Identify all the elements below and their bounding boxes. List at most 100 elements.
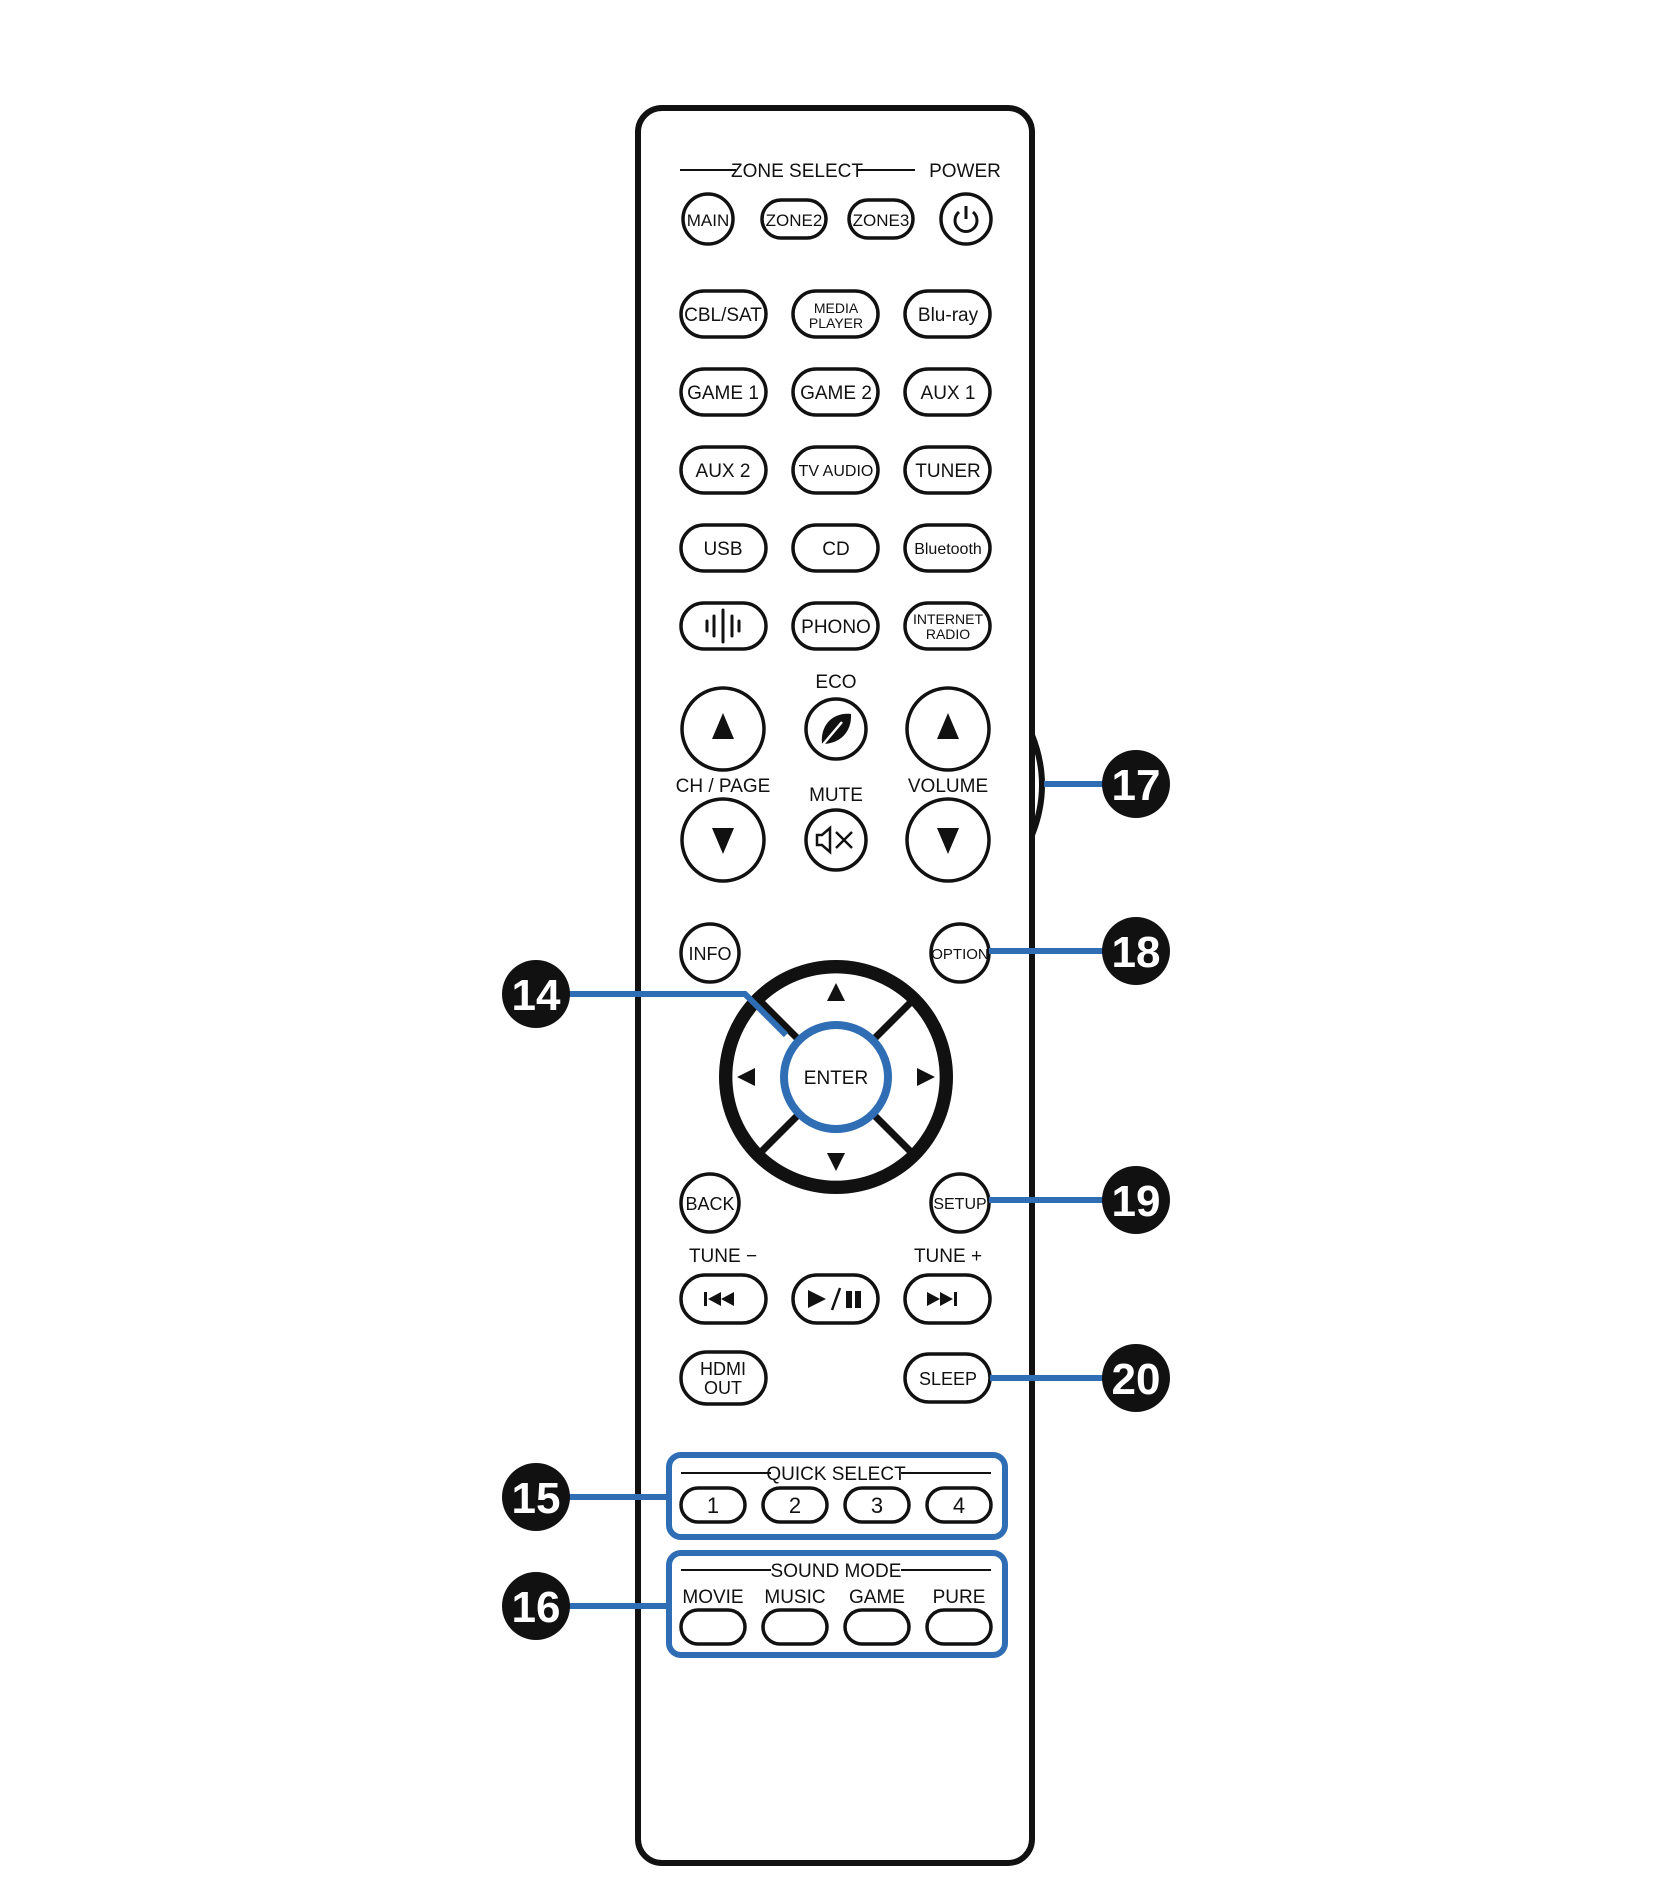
cursor-right-arrow-icon — [917, 1068, 935, 1086]
movie-button[interactable] — [679, 1608, 747, 1646]
cbl-sat-button[interactable]: CBL/SAT — [679, 289, 768, 339]
cursor-down-button[interactable] — [765, 1107, 907, 1181]
ch-page-label: CH / PAGE — [676, 776, 771, 797]
sleep-button-label: SLEEP — [919, 1369, 977, 1389]
sleep-button[interactable]: SLEEP — [903, 1352, 992, 1404]
cbl-sat-button-label: CBL/SAT — [684, 305, 762, 326]
tune-minus-label: TUNE − — [689, 1246, 757, 1267]
power-label: POWER — [929, 161, 1001, 182]
pure-label: PURE — [933, 1587, 986, 1608]
game2-button[interactable]: GAME 2 — [791, 367, 880, 417]
cursor-down-arrow-icon — [827, 1153, 845, 1171]
power-icon — [953, 206, 979, 233]
setup-button[interactable]: SETUP — [929, 1172, 991, 1234]
aux2-button[interactable]: AUX 2 — [679, 445, 768, 495]
cd-button[interactable]: CD — [791, 523, 880, 573]
main-button[interactable]: MAIN — [681, 192, 735, 246]
volume-up-button[interactable] — [905, 686, 991, 772]
quick-select-1-button[interactable]: 1 — [679, 1486, 747, 1524]
skip-back-icon — [704, 1292, 734, 1306]
bluetooth-button[interactable]: Bluetooth — [903, 523, 992, 573]
back-button[interactable]: BACK — [679, 1172, 741, 1234]
ch-page-up-button[interactable] — [680, 686, 766, 772]
quick-select-label: QUICK SELECT — [766, 1464, 906, 1485]
play-pause-icon — [808, 1287, 861, 1311]
phono-button-label: PHONO — [801, 617, 871, 638]
callout-15: 15 — [502, 1463, 570, 1531]
internet-radio-label-line1: INTERNET — [913, 611, 983, 627]
zone3-button-label: ZONE3 — [853, 211, 910, 230]
usb-button[interactable]: USB — [679, 523, 768, 573]
tuner-button-label: TUNER — [915, 461, 980, 482]
zone2-button-label: ZONE2 — [766, 211, 823, 230]
internet-radio-label-line2: RADIO — [926, 626, 970, 642]
callout-17: 17 — [1102, 750, 1170, 818]
skip-forward-button[interactable] — [903, 1273, 992, 1325]
info-button[interactable]: INFO — [679, 922, 741, 984]
zone3-button[interactable]: ZONE3 — [847, 198, 915, 240]
music-button[interactable] — [761, 1608, 829, 1646]
game-button[interactable] — [843, 1608, 911, 1646]
cursor-left-button[interactable] — [732, 1006, 806, 1148]
hdmi-out-button[interactable]: HDMI OUT — [679, 1350, 768, 1406]
skip-back-button[interactable] — [679, 1273, 768, 1325]
tune-plus-label: TUNE + — [914, 1246, 982, 1267]
mute-button[interactable] — [804, 808, 868, 872]
aux1-button[interactable]: AUX 1 — [903, 367, 992, 417]
callout-20-number: 20 — [1112, 1355, 1161, 1404]
game1-button-label: GAME 1 — [687, 383, 759, 404]
hdmi-out-label-line1: HDMI — [700, 1359, 746, 1379]
zone-select-label: ZONE SELECT — [731, 161, 863, 182]
option-button[interactable]: OPTION — [929, 922, 991, 984]
game1-button[interactable]: GAME 1 — [679, 367, 768, 417]
game-label: GAME — [849, 1587, 905, 1608]
media-player-label-line1: MEDIA — [814, 300, 859, 316]
enter-button-label: ENTER — [804, 1068, 868, 1089]
tv-audio-button[interactable]: TV AUDIO — [791, 445, 880, 495]
callout-15-number: 15 — [512, 1474, 561, 1523]
callout-16: 16 — [502, 1572, 570, 1640]
skip-forward-icon — [927, 1292, 957, 1306]
play-pause-button[interactable] — [791, 1273, 880, 1325]
setup-button-label: SETUP — [933, 1196, 986, 1213]
info-button-label: INFO — [689, 944, 732, 964]
bluray-button[interactable]: Blu-ray — [903, 289, 992, 339]
cursor-right-button[interactable] — [866, 1006, 940, 1148]
quick-select-3-button[interactable]: 3 — [843, 1486, 911, 1524]
cursor-up-button[interactable] — [765, 973, 907, 1047]
media-player-button[interactable]: MEDIA PLAYER — [791, 289, 880, 339]
callout-14-line — [565, 991, 789, 1038]
quick-select-2-button[interactable]: 2 — [761, 1486, 829, 1524]
down-arrow-icon — [937, 828, 959, 854]
volume-label: VOLUME — [908, 776, 988, 797]
tuner-button[interactable]: TUNER — [903, 445, 992, 495]
tv-audio-button-label: TV AUDIO — [799, 463, 874, 480]
mute-label: MUTE — [809, 785, 863, 806]
heos-button[interactable] — [679, 601, 768, 651]
ch-page-down-button[interactable] — [680, 797, 766, 883]
enter-button[interactable]: ENTER — [780, 1021, 892, 1133]
callout-20: 20 — [1102, 1344, 1170, 1412]
internet-radio-button[interactable]: INTERNET RADIO — [903, 601, 992, 651]
eco-button[interactable] — [804, 697, 868, 761]
pure-button[interactable] — [925, 1608, 993, 1646]
zone2-button[interactable]: ZONE2 — [760, 198, 828, 240]
quick-select-4-button[interactable]: 4 — [925, 1486, 993, 1524]
leaf-icon — [819, 713, 852, 749]
usb-button-label: USB — [703, 539, 742, 560]
volume-down-button[interactable] — [905, 797, 991, 883]
sound-mode-label: SOUND MODE — [771, 1561, 902, 1582]
phono-button[interactable]: PHONO — [791, 601, 880, 651]
quick-select-3-label: 3 — [871, 1493, 883, 1518]
callout-18: 18 — [1102, 917, 1170, 985]
up-arrow-icon — [937, 713, 959, 739]
cursor-left-arrow-icon — [737, 1068, 755, 1086]
callout-19: 19 — [1102, 1166, 1170, 1234]
power-button[interactable] — [939, 192, 993, 246]
aux1-button-label: AUX 1 — [921, 383, 976, 404]
hdmi-out-label-line2: OUT — [704, 1378, 742, 1398]
heos-icon — [705, 608, 741, 644]
aux2-button-label: AUX 2 — [696, 461, 751, 482]
media-player-label-line2: PLAYER — [809, 315, 863, 331]
